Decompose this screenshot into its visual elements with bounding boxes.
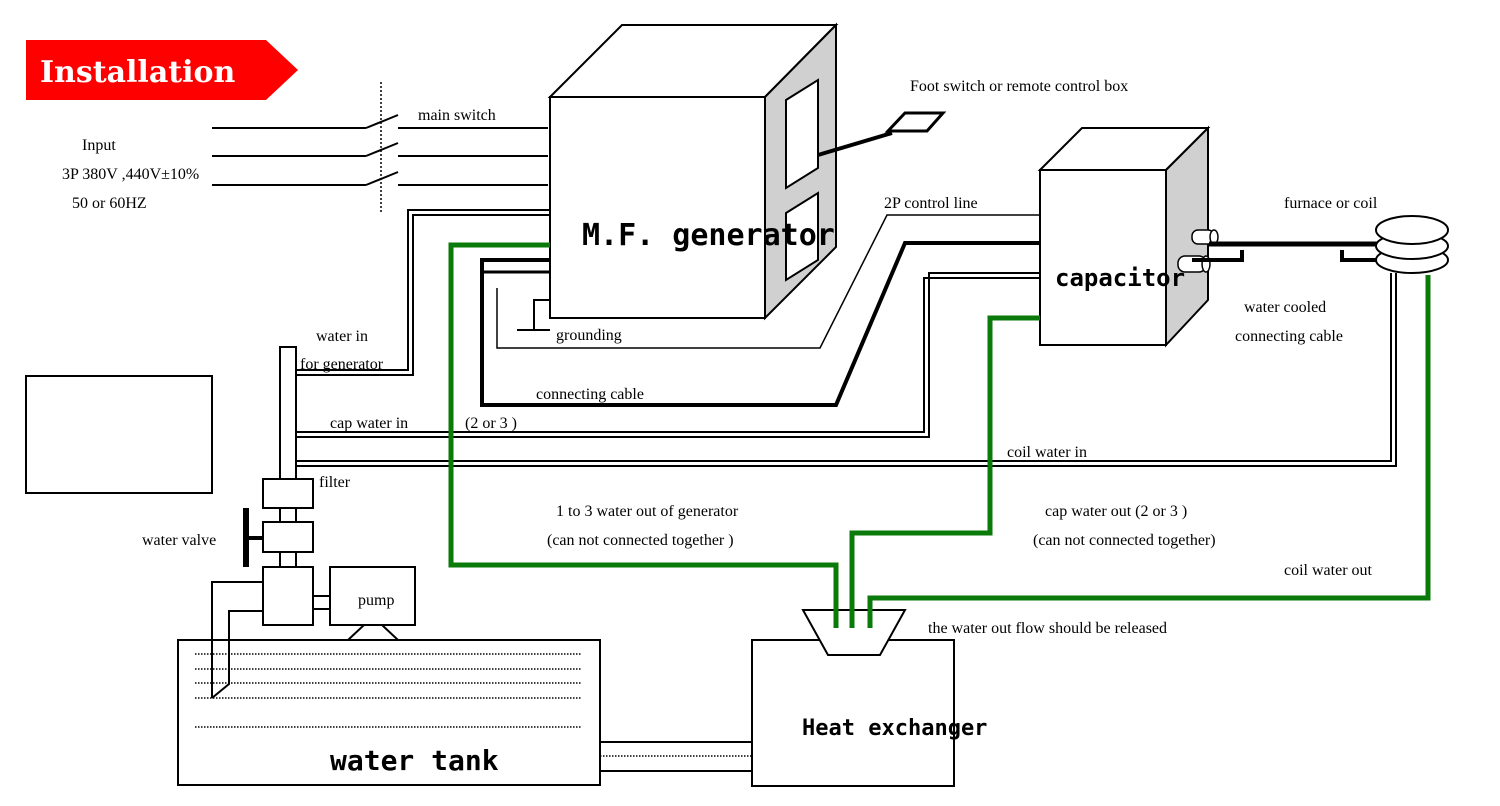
water-in-pipes — [297, 209, 1397, 467]
water-cooled-label-2: connecting cable — [1235, 328, 1343, 345]
foot-switch-box — [884, 111, 947, 133]
water-tank-label: water tank — [330, 744, 499, 777]
cap-water-out-label-1: cap water out (2 or 3 ) — [1045, 503, 1187, 520]
water-cooled-cable — [1192, 241, 1380, 262]
voltage-label: 3P 380V ,440V±10% — [62, 166, 199, 183]
grounding — [517, 299, 550, 331]
water-tank[interactable]: water tank — [177, 639, 601, 786]
water-in-label-1: water in — [316, 328, 368, 345]
connecting-cable — [480, 241, 1040, 407]
generator-front-face — [549, 96, 766, 319]
coil-water-out-label: coil water out — [1284, 562, 1373, 579]
control-line-label: 2P control line — [884, 195, 978, 212]
input-label: Input — [82, 137, 116, 154]
heat-exchanger[interactable]: Heat exchanger — [751, 609, 987, 787]
main-switch-label[interactable]: main switch — [418, 107, 496, 124]
coil-label: furnace or coil — [1284, 195, 1378, 212]
water-cooled-label-1: water cooled — [1244, 299, 1326, 316]
frequency-label: 50 or 60HZ — [72, 195, 147, 212]
gen-water-out-label-1: 1 to 3 water out of generator — [556, 503, 739, 520]
blank-panel — [25, 375, 213, 494]
foot-switch-cable — [817, 131, 893, 157]
grounding-label: grounding — [556, 327, 622, 344]
filter-label: filter — [319, 474, 351, 491]
water-valve-label: water valve — [142, 532, 216, 549]
pump-housing — [262, 566, 314, 626]
coil-water-in-label: coil water in — [1007, 444, 1087, 461]
pump[interactable]: pump — [329, 566, 416, 641]
title-text: Installation — [40, 55, 236, 90]
capacitor-terminals — [1177, 229, 1219, 273]
capacitor-front-face — [1039, 169, 1167, 346]
generator-label: M.F. generator — [582, 218, 835, 253]
cap-water-out-label-2: (can not connected together) — [1033, 532, 1216, 549]
generator-side-window-bottom — [785, 191, 819, 282]
pump-connector — [313, 595, 330, 610]
foot-switch[interactable]: Foot switch or remote control box — [817, 78, 1128, 157]
filter[interactable] — [262, 478, 314, 509]
title-banner: Installation — [26, 40, 298, 100]
gen-water-out-label-2: (can not connected together ) — [547, 532, 734, 549]
foot-switch-label: Foot switch or remote control box — [910, 78, 1128, 95]
cap-water-in-count: (2 or 3 ) — [465, 415, 517, 432]
water-level-lines — [195, 653, 582, 728]
mf-generator[interactable]: M.F. generator — [547, 22, 839, 321]
cap-water-in-label: cap water in — [330, 415, 408, 432]
connecting-cable-label: connecting cable — [536, 386, 644, 403]
capacitor-label: capacitor — [1055, 264, 1185, 292]
pump-label: pump — [358, 592, 394, 609]
suction-pipe — [211, 581, 263, 699]
input-lines — [212, 114, 548, 186]
power-input-section: Input 3P 380V ,440V±10% 50 or 60HZ main … — [62, 82, 548, 214]
furnace-coil[interactable]: furnace or coil — [1284, 195, 1449, 274]
water-in-label-2: for generator — [300, 356, 384, 373]
title-banner-shape — [26, 40, 298, 100]
heat-exchanger-label: Heat exchanger — [802, 716, 987, 741]
water-valve[interactable] — [243, 508, 314, 567]
control-line — [496, 214, 1040, 349]
pipe-outlets — [833, 600, 873, 628]
release-note-label: the water out flow should be released — [928, 620, 1167, 637]
capacitor[interactable]: capacitor — [1037, 125, 1219, 348]
generator-side-window-top — [785, 78, 819, 190]
tank-exchanger-pipe — [600, 741, 752, 772]
